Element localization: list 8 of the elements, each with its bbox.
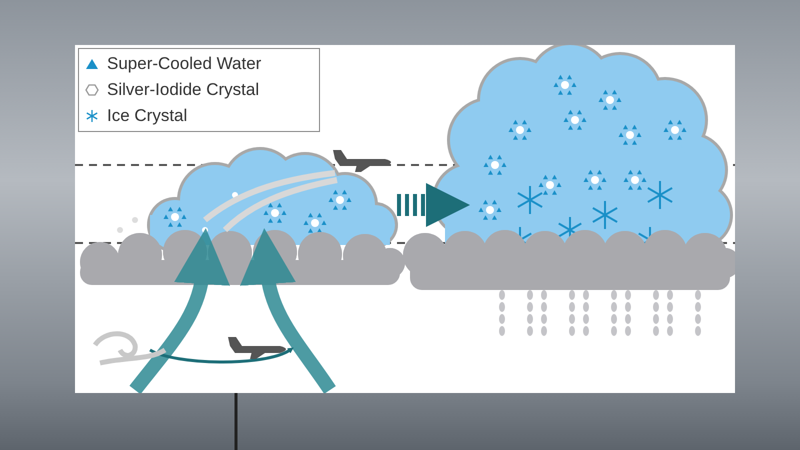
- legend-label: Super-Cooled Water: [107, 54, 262, 74]
- legend-label: Silver-Iodide Crystal: [107, 80, 260, 100]
- legend-label: Ice Crystal: [107, 106, 188, 126]
- cloud-drawing: [80, 147, 405, 285]
- arrow: [397, 183, 470, 227]
- cloud-drawing: [403, 45, 735, 290]
- updraft-arrow: [240, 228, 336, 393]
- updraft-arrow: [130, 228, 230, 393]
